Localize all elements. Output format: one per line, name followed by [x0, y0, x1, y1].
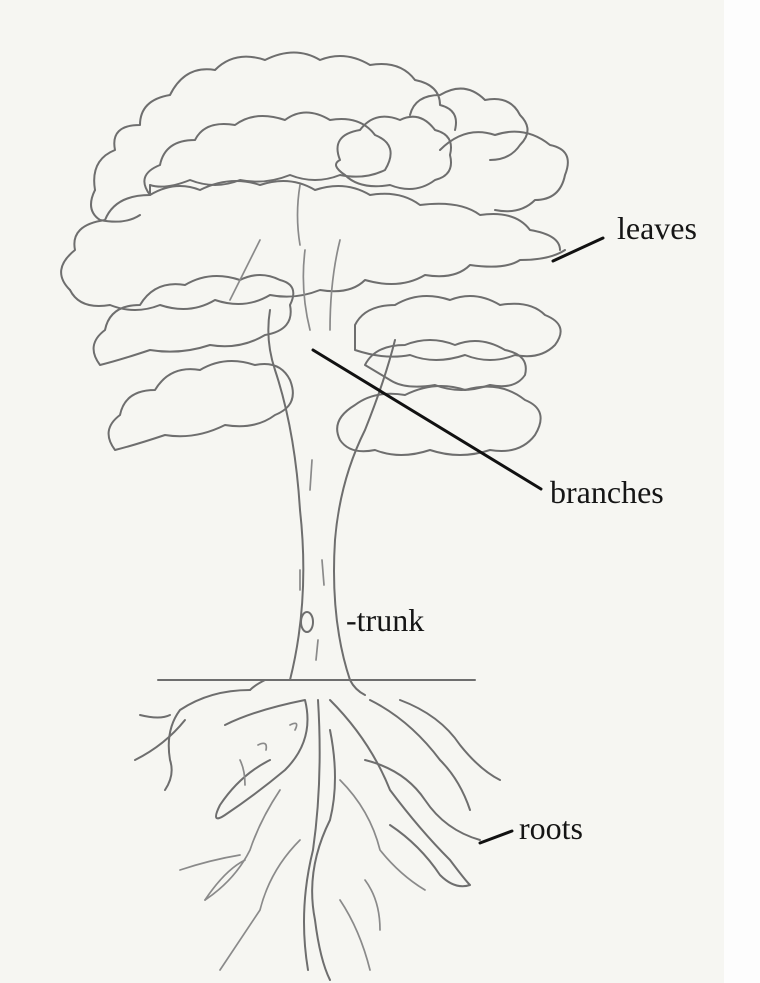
- diagram-canvas: [0, 0, 724, 983]
- trunk-and-branches: [229, 184, 396, 696]
- label-branches: branches: [550, 474, 664, 510]
- right-margin: [724, 0, 760, 983]
- canopy: [60, 51, 569, 456]
- label-leaves: leaves: [617, 210, 697, 246]
- label-trunk: -trunk: [346, 602, 425, 638]
- leader-line-leaves: [551, 236, 605, 263]
- label-roots: roots: [519, 810, 583, 846]
- leader-line-branches: [311, 348, 543, 491]
- leader-line-roots: [478, 829, 514, 845]
- roots: [134, 689, 501, 981]
